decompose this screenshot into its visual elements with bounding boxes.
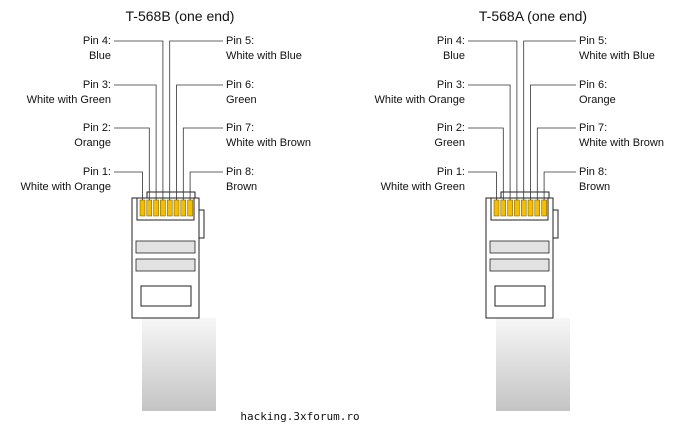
watermark-text: hacking.3xforum.ro bbox=[240, 410, 359, 423]
t568a-title: T-568A (one end) bbox=[479, 8, 587, 24]
t568b-diagram: T-568B (one end) bbox=[21, 8, 311, 411]
t568a-pin6-color: Orange bbox=[579, 94, 616, 106]
t568a-pins bbox=[493, 199, 547, 217]
t568a-pin8-label: Pin 8: bbox=[579, 166, 607, 178]
t568a-pin3-color: White with Orange bbox=[375, 94, 465, 106]
watermark-background bbox=[225, 407, 375, 424]
t568a-pin2-color: Green bbox=[434, 137, 465, 149]
t568a-slot-lower bbox=[489, 258, 550, 272]
t568b-slot-upper bbox=[135, 240, 196, 254]
t568a-pin3-label: Pin 3: bbox=[437, 79, 465, 91]
t568b-pin6-label: Pin 6: bbox=[226, 79, 254, 91]
t568a-pin4-color: Blue bbox=[443, 50, 465, 62]
t568b-latch bbox=[140, 285, 192, 307]
t568b-pin4-label: Pin 4: bbox=[83, 35, 111, 47]
t568b-pin4-color: Blue bbox=[89, 50, 111, 62]
t568b-leader-lines bbox=[114, 40, 223, 200]
t568a-pin5-color: White with Blue bbox=[579, 50, 655, 62]
t568b-pin6-color: Green bbox=[226, 94, 257, 106]
t568a-pin2-label: Pin 2: bbox=[437, 122, 465, 134]
t568b-title: T-568B (one end) bbox=[126, 8, 235, 24]
t568a-pin7-color: White with Brown bbox=[579, 137, 664, 149]
t568a-cable bbox=[496, 318, 570, 411]
t568b-pin-6 bbox=[173, 199, 180, 217]
t568b-pin1-color: White with Orange bbox=[21, 181, 111, 193]
t568b-pin3-color: White with Green bbox=[27, 94, 111, 106]
t568a-leader-lines bbox=[468, 40, 576, 200]
t568b-pin8-color: Brown bbox=[226, 181, 257, 193]
t568a-pin-4 bbox=[514, 199, 520, 217]
t568b-pin2-color: Orange bbox=[74, 137, 111, 149]
t568b-pin-5 bbox=[166, 199, 173, 217]
t568b-pin-7 bbox=[180, 199, 187, 217]
t568a-pin-2 bbox=[500, 199, 507, 217]
t568a-pin-6 bbox=[527, 199, 534, 217]
t568b-pin-2 bbox=[146, 199, 153, 217]
t568a-slot-upper bbox=[489, 240, 550, 254]
t568a-pin8-color: Brown bbox=[579, 181, 610, 193]
t568a-pin1-label: Pin 1: bbox=[437, 166, 465, 178]
t568b-pins bbox=[139, 199, 193, 217]
t568b-pin5-color: White with Blue bbox=[226, 50, 302, 62]
t568a-pin-8 bbox=[541, 199, 547, 217]
t568b-pin-8 bbox=[187, 199, 193, 217]
t568b-pin-3 bbox=[153, 199, 159, 217]
t568a-latch bbox=[494, 285, 546, 307]
t568a-pin1-color: White with Green bbox=[381, 181, 465, 193]
t568a-pin4-label: Pin 4: bbox=[437, 35, 465, 47]
t568b-pin-4 bbox=[160, 199, 166, 217]
t568a-pin-1 bbox=[493, 199, 500, 217]
t568a-pin-5 bbox=[520, 199, 527, 217]
t568a-pin5-label: Pin 5: bbox=[579, 35, 607, 47]
t568a-pin7-label: Pin 7: bbox=[579, 122, 607, 134]
t568a-pin-7 bbox=[534, 199, 541, 217]
t568b-pin7-label: Pin 7: bbox=[226, 122, 254, 134]
t568b-pin-1 bbox=[139, 199, 146, 217]
t568b-pin1-label: Pin 1: bbox=[83, 166, 111, 178]
t568b-slot-lower bbox=[135, 258, 196, 272]
t568a-pin6-label: Pin 6: bbox=[579, 79, 607, 91]
t568b-pin2-label: Pin 2: bbox=[83, 122, 111, 134]
t568b-pin5-label: Pin 5: bbox=[226, 35, 254, 47]
t568b-cable bbox=[142, 318, 216, 411]
t568b-pin8-label: Pin 8: bbox=[226, 166, 254, 178]
t568b-pin7-color: White with Brown bbox=[226, 137, 311, 149]
t568a-pin-3 bbox=[507, 199, 513, 217]
t568a-diagram: T-568A (one end) bbox=[375, 8, 664, 411]
t568b-pin3-label: Pin 3: bbox=[83, 79, 111, 91]
